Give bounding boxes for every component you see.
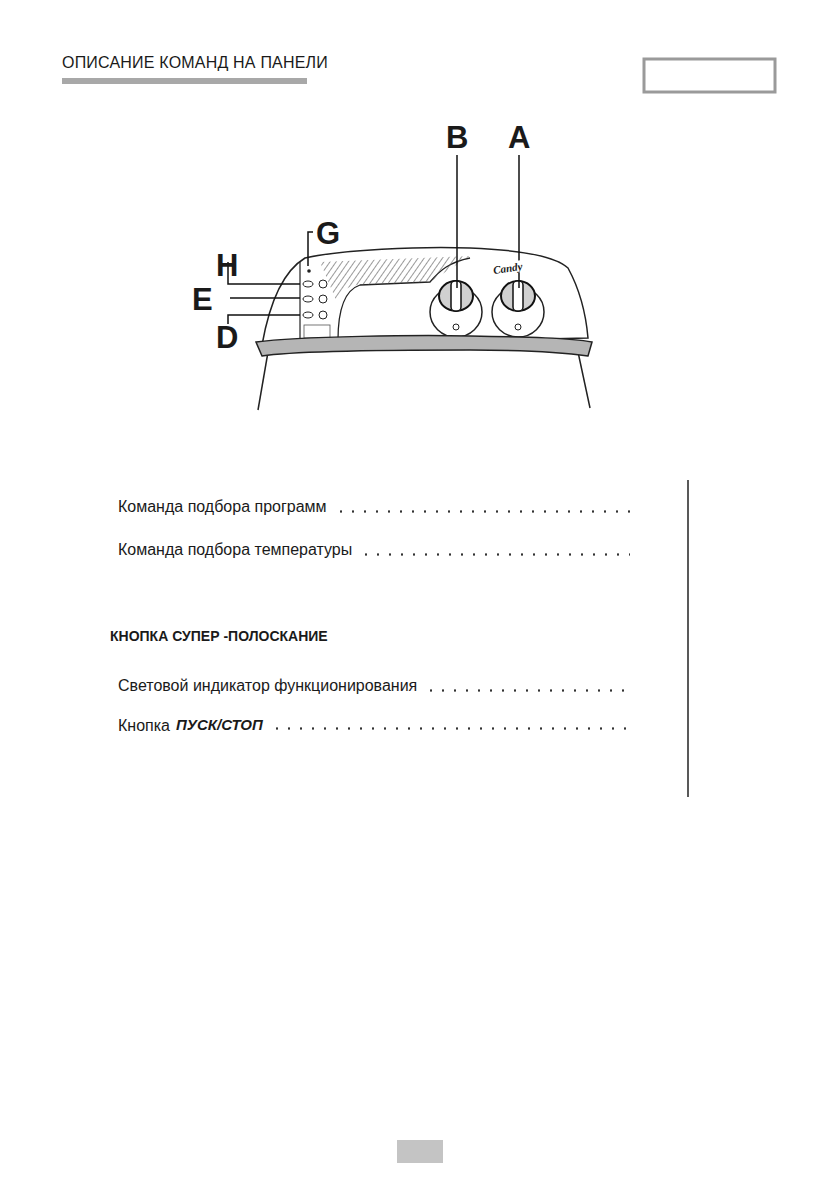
list-item: Команда подбора температуры [118,541,352,559]
callout-letter: H [216,248,238,284]
badge [304,325,330,338]
dot-leader [425,689,630,692]
control-console [262,247,588,345]
knob-grip [451,281,461,311]
machine-side [578,352,590,408]
list-item: Кнопка [118,717,170,735]
program-knob [439,281,473,311]
callout-letter: B [446,120,468,156]
dot-leader [271,727,630,730]
page-number-box [397,1140,443,1163]
button-symbol [319,280,327,288]
header-box [644,59,775,92]
button-symbol [319,311,327,319]
callout-letter: A [508,120,530,156]
knob-symbol [453,324,459,330]
callout-letter: E [192,282,213,318]
list-heading: КНОПКА СУПЕР -ПОЛОСКАНИЕ [110,628,328,644]
callout-letter: G [316,216,340,252]
leader-line [228,262,300,284]
button [303,296,313,302]
margin-rule [687,480,689,797]
callout-letter: D [216,320,238,356]
knob-symbol [515,324,521,330]
button-symbol [319,295,327,303]
list-item-emphasis: ПУСК/СТОП [176,716,263,733]
leader-line [308,232,313,266]
temperature-knob [501,281,535,311]
button [303,281,313,287]
button [303,312,313,318]
list-item: Световой индикатор функционирования [118,677,417,695]
leader-line [228,315,300,324]
indicator-light [307,269,311,273]
leader-line [230,297,300,299]
dot-leader [335,510,630,513]
knob-grip [513,281,523,311]
machine-side [258,352,268,410]
page-title: ОПИСАНИЕ КОМАНД НА ПАНЕЛИ [62,54,328,72]
lid-edge [256,336,592,356]
dot-leader [360,553,630,556]
list-item: Команда подбора программ [118,498,327,516]
header-bar [62,78,307,84]
console-edge [299,262,300,340]
leader-line [456,155,458,288]
